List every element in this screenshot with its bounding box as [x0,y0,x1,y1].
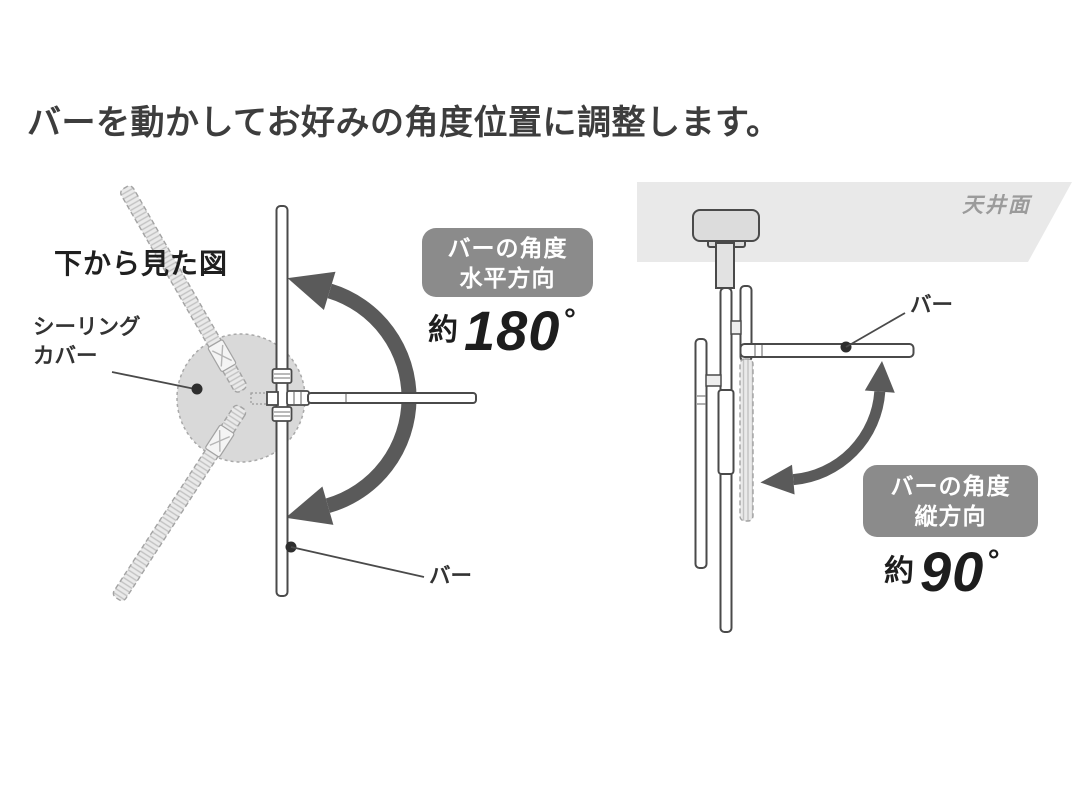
hub-collar-bottom [271,406,293,422]
rotation-arrow-vertical [760,361,895,495]
view-from-below-heading: 下から見た図 [54,248,229,279]
angle-badge-horizontal: バーの角度 水平方向 [422,228,593,297]
left-diagram [111,185,477,602]
stub-connector [730,320,742,335]
arrowhead-up-icon [287,271,336,310]
angle-value-horizontal: 約 180 ° [428,299,575,363]
leader-line-bar-right [840,312,906,353]
ceiling-cover-label-line1: シーリング [33,315,141,339]
hub-knob [266,391,279,406]
ceiling-cover-label-line2: カバー [33,344,98,369]
angle-number-vertical: 90 [920,540,985,604]
hub-collar-top [271,368,293,384]
arrowhead-down-icon [285,486,334,525]
leader-line-bar-left [285,541,425,578]
angle-degree-vertical: ° [986,544,999,577]
arrowhead-left-icon [760,464,795,495]
angle-badge-vertical-line1: バーの角度 [890,473,1011,499]
side-rod-connector [705,374,722,387]
hanging-rod-upper [715,242,735,289]
canopy [692,209,760,242]
bar-side-horizontal [739,343,915,358]
angle-about-vertical: 約 [884,555,914,588]
angle-badge-horizontal-line2: 水平方向 [459,264,556,291]
arrowhead-up-icon [864,361,895,393]
angle-about-horizontal: 約 [428,314,458,347]
ghost-bar-down [739,358,754,522]
bar-horizontal [307,392,477,404]
ghost-bar-lower [112,404,247,602]
side-rod-left [694,338,708,569]
angle-number-horizontal: 180 [464,299,561,363]
right-diagram [637,182,1072,633]
angle-badge-vertical: バーの角度 縦方向 [863,465,1038,537]
angle-degree-horizontal: ° [562,303,575,336]
page-title: バーを動かしてお好みの角度位置に調整します。 [27,104,781,142]
angle-value-vertical: 約 90 ° [884,540,999,604]
angle-badge-horizontal-line1: バーの角度 [447,234,568,261]
leader-line-ceiling-cover [111,371,203,395]
ghost-bar-upper [120,185,247,393]
hanging-rod-collar [717,389,735,475]
angle-badge-vertical-line2: 縦方向 [914,503,987,529]
bar-horizontal-connector [286,390,310,406]
ceiling-surface-label: 天井面 [962,194,1031,217]
ceiling-cover-label: シーリング カバー [33,313,141,371]
bar-label-left: バー [429,564,473,588]
bar-label-right: バー [910,293,954,317]
